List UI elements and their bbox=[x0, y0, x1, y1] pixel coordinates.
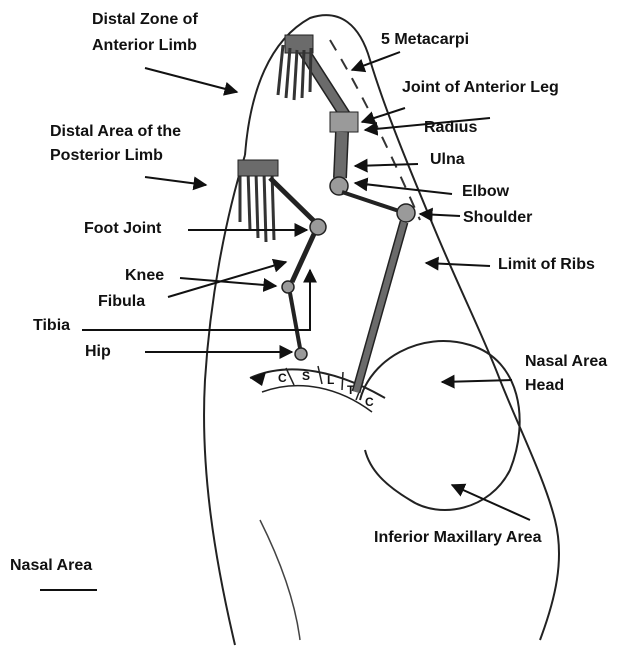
label-distal-zone-anterior-limb-line1: Distal Zone of bbox=[92, 10, 198, 30]
label-limit-of-ribs: Limit of Ribs bbox=[498, 255, 595, 275]
spine-segment-l: L bbox=[327, 373, 334, 387]
label-distal-zone-anterior-limb-line2: Anterior Limb bbox=[92, 36, 197, 56]
spine-divider bbox=[342, 372, 343, 390]
label-radius: Radius bbox=[424, 118, 477, 138]
shoulder-joint bbox=[397, 204, 415, 222]
humerus-bone bbox=[342, 192, 402, 212]
posterior-foot-bone bbox=[270, 178, 315, 222]
label-ulna: Ulna bbox=[430, 150, 465, 170]
knee-joint bbox=[282, 281, 294, 293]
arrow-limit-of-ribs bbox=[426, 263, 490, 266]
arrow-shoulder bbox=[420, 214, 460, 216]
hip-joint bbox=[295, 348, 307, 360]
foot-outline-inner bbox=[260, 520, 300, 640]
arrow-distal-area-posterior-limb bbox=[145, 177, 206, 185]
label-nasal-area-head-line2: Head bbox=[525, 376, 564, 396]
arrow-five-metacarpi bbox=[352, 52, 400, 70]
spine-segment-c-top: C bbox=[278, 371, 287, 385]
label-elbow: Elbow bbox=[462, 182, 509, 202]
posterior-digit bbox=[248, 170, 250, 230]
foot-joint bbox=[310, 219, 326, 235]
arrow-inferior-maxillary-area bbox=[452, 485, 530, 520]
posterior-digit bbox=[264, 172, 266, 242]
foot-outline-left bbox=[204, 155, 245, 645]
label-joint-of-anterior-leg: Joint of Anterior Leg bbox=[402, 78, 559, 98]
metacarpal-bone-fill bbox=[300, 45, 345, 115]
anterior-digit bbox=[294, 50, 297, 100]
anterior-digit bbox=[302, 50, 304, 98]
anterior-digit bbox=[286, 48, 290, 98]
label-distal-area-posterior-limb-line1: Distal Area of the bbox=[50, 122, 181, 142]
spine-divider bbox=[286, 368, 294, 385]
tibia-bone bbox=[290, 293, 300, 348]
label-knee: Knee bbox=[125, 266, 164, 286]
label-five-metacarpi: 5 Metacarpi bbox=[381, 30, 469, 50]
radius-ulna-bone-fill bbox=[340, 132, 342, 178]
arrow-fibula bbox=[168, 262, 286, 297]
spine-divider bbox=[318, 366, 322, 384]
label-nasal-area: Nasal Area bbox=[10, 556, 92, 576]
arrow-joint-anterior-leg bbox=[362, 108, 405, 122]
label-foot-joint: Foot Joint bbox=[84, 219, 161, 239]
label-hip: Hip bbox=[85, 342, 111, 362]
anterior-leg-joint bbox=[330, 112, 358, 132]
label-tibia: Tibia bbox=[33, 316, 70, 336]
label-distal-area-posterior-limb-line2: Posterior Limb bbox=[50, 146, 163, 166]
label-inferior-maxillary-area: Inferior Maxillary Area bbox=[374, 528, 541, 548]
arrow-distal-zone-anterior-limb bbox=[145, 68, 237, 92]
anterior-digit bbox=[310, 48, 311, 92]
posterior-digit bbox=[256, 172, 258, 238]
label-nasal-area-head-line1: Nasal Area bbox=[525, 352, 607, 372]
label-shoulder: Shoulder bbox=[463, 208, 532, 228]
anterior-digit bbox=[278, 45, 283, 95]
posterior-metatarsals bbox=[238, 160, 278, 176]
spine-segment-s: S bbox=[302, 369, 310, 383]
label-fibula: Fibula bbox=[98, 292, 145, 312]
spine-segment-c-bottom: C bbox=[365, 395, 374, 409]
